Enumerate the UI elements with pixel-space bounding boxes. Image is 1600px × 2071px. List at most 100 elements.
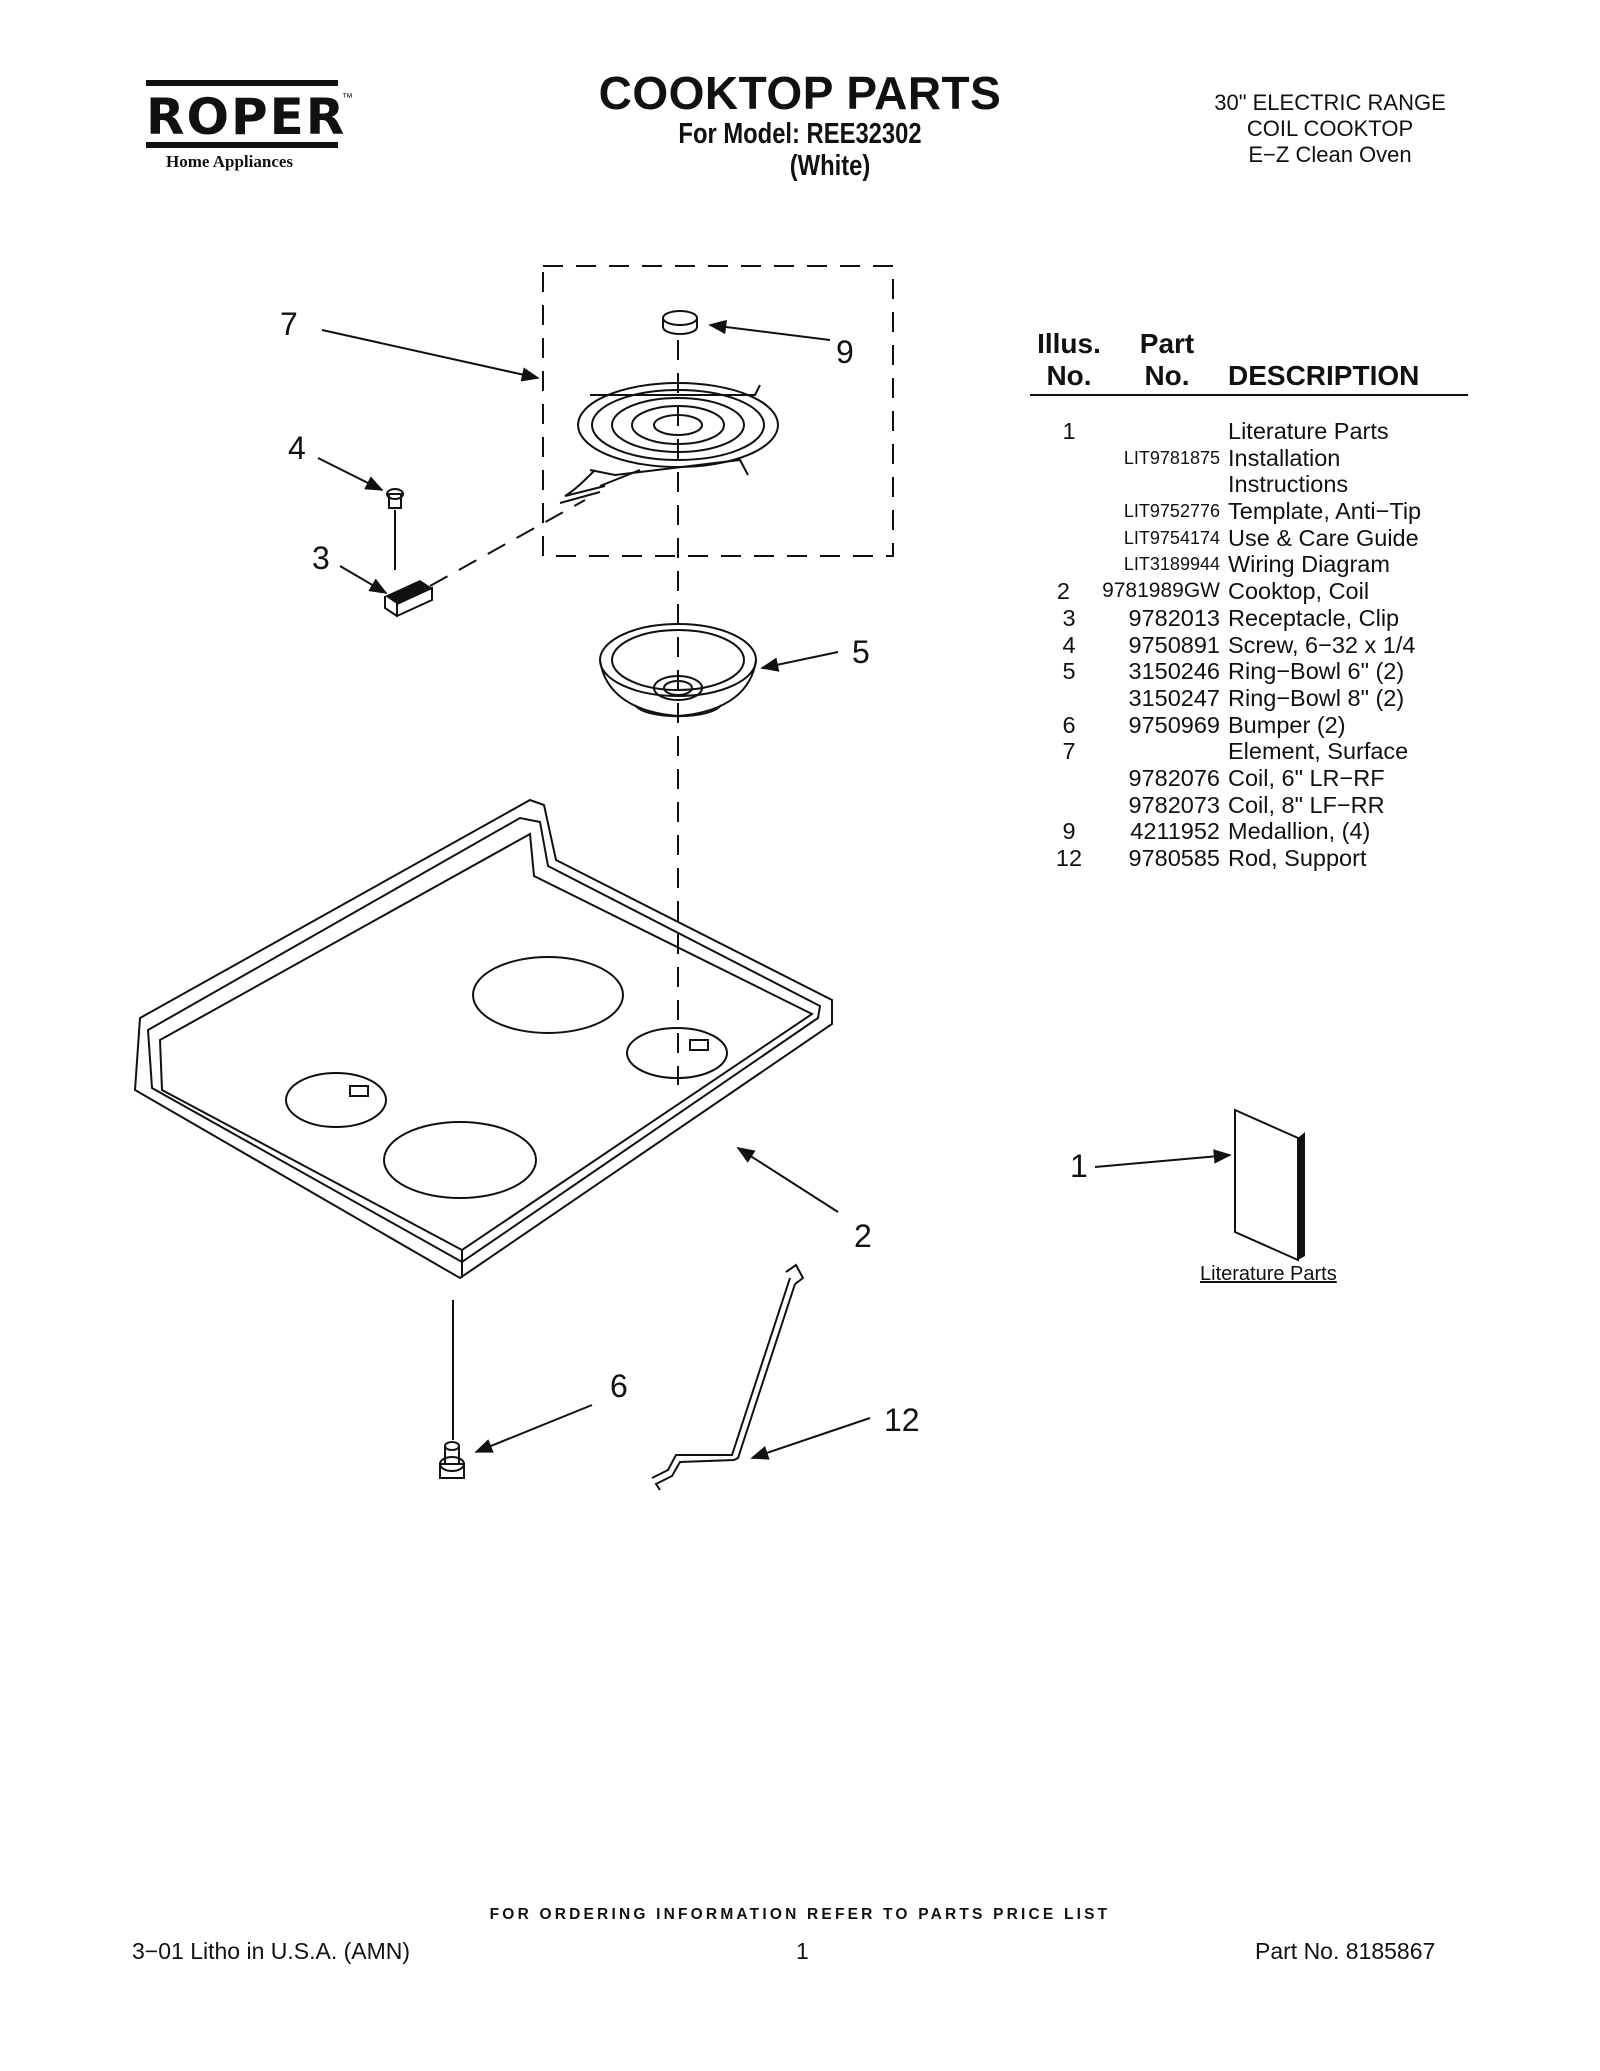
range-info-line: E−Z Clean Oven [1248, 142, 1412, 167]
medallion [662, 310, 698, 335]
part-no: 9782076 [1128, 764, 1221, 791]
leader-6 [474, 1404, 593, 1453]
illus-no: 12 [1055, 845, 1083, 871]
part-description: Literature Parts [1228, 418, 1389, 444]
logo-text: ROPER [146, 88, 347, 146]
part-no: LIT9781875 [1123, 447, 1220, 468]
illus-no: 3 [1062, 604, 1076, 631]
part-no: 9750969 [1128, 711, 1221, 738]
part-description: Wiring Diagram [1228, 551, 1390, 578]
part-no: LIT3189944 [1123, 554, 1220, 575]
screw [386, 488, 404, 570]
part-no: 9782073 [1128, 791, 1221, 818]
parts-row: 3150247 Ring−Bowl 8" (2) [1030, 685, 1470, 712]
range-info-line: 30" ELECTRIC RANGE [1214, 90, 1446, 115]
logo-bar-top [146, 80, 338, 86]
col-header-illus-2: No. [1046, 360, 1092, 391]
parts-row: 2 9781989GW Cooktop, Coil [1030, 578, 1470, 605]
leader-3 [339, 565, 388, 594]
part-no: LIT9752776 [1123, 501, 1220, 522]
col-header-illus-1: Illus. [1037, 328, 1101, 359]
part-description: Template, Anti−Tip [1228, 498, 1422, 525]
parts-row: LIT9781875 Installation [1030, 445, 1470, 472]
part-description: Rod, Support [1228, 845, 1367, 871]
callout-2: 2 [854, 1218, 872, 1254]
part-description: Screw, 6−32 x 1/4 [1228, 631, 1416, 658]
receptacle-wire [429, 499, 586, 587]
color-line: (White) [789, 150, 871, 182]
page-title: COOKTOP PARTS [598, 67, 1002, 119]
part-no: 9782013 [1128, 604, 1221, 631]
parts-row: 3 9782013 Receptacle, Clip [1030, 605, 1470, 632]
part-no: 9781989GW [1102, 579, 1220, 603]
leader-7 [321, 329, 540, 382]
part-description: Element, Surface [1228, 738, 1409, 765]
parts-row: 6 9750969 Bumper (2) [1030, 712, 1470, 739]
range-info-line: COIL COOKTOP [1246, 116, 1414, 141]
leader-1 [1094, 1149, 1232, 1168]
illus-no: 7 [1062, 738, 1076, 765]
col-header-illus: Illus. No. [1030, 328, 1108, 392]
parts-row: 12 9780585 Rod, Support [1030, 845, 1470, 872]
illus-no: 4 [1062, 631, 1076, 658]
ordering-note: FOR ORDERING INFORMATION REFER TO PARTS … [489, 1906, 1111, 1923]
page-number: 1 [796, 1938, 809, 1964]
model-line: For Model: REE32302 [678, 118, 922, 150]
bumper [439, 1441, 465, 1479]
callout-12: 12 [884, 1402, 920, 1438]
part-description: Cooktop, Coil [1228, 578, 1370, 605]
part-description: Ring−Bowl 8" (2) [1228, 684, 1405, 711]
col-header-part: Part No. [1126, 328, 1208, 392]
parts-row: 9782076 Coil, 6" LR−RF [1030, 765, 1470, 792]
callout-1: 1 [1070, 1148, 1088, 1184]
parts-row: LIT3189944 Wiring Diagram [1030, 551, 1470, 578]
range-info: 30" ELECTRIC RANGE COIL COOKTOP E−Z Clea… [1180, 90, 1480, 168]
part-description: Receptacle, Clip [1228, 604, 1400, 631]
col-header-description: DESCRIPTION [1228, 360, 1420, 391]
parts-row: LIT9752776 Template, Anti−Tip [1030, 498, 1470, 525]
cooktop-body [133, 798, 833, 1280]
surface-element-coil [559, 382, 779, 504]
leader-9 [708, 319, 831, 341]
part-description: Instructions [1228, 471, 1349, 498]
logo-trademark: ™ [342, 92, 353, 104]
illus-no: 5 [1062, 658, 1076, 685]
part-no: 9780585 [1128, 845, 1221, 871]
illus-no: 6 [1062, 711, 1076, 738]
col-header-part-2: No. [1144, 360, 1190, 391]
ring-bowl [599, 623, 757, 718]
part-description: Installation [1228, 444, 1341, 471]
leader-2 [736, 1147, 839, 1213]
col-header-part-1: Part [1139, 328, 1195, 359]
leader-5 [760, 651, 839, 672]
callout-9: 9 [836, 334, 854, 370]
part-description: Medallion, (4) [1228, 818, 1371, 845]
part-number: Part No. 8185867 [1255, 1938, 1436, 1964]
callout-4: 4 [288, 430, 306, 466]
illus-no: 9 [1062, 818, 1076, 845]
part-no: LIT9754174 [1123, 527, 1220, 548]
logo-subtitle: Home Appliances [166, 152, 294, 171]
part-description: Coil, 8" LF−RR [1228, 791, 1385, 818]
part-description: Coil, 6" LR−RF [1228, 764, 1385, 791]
part-description: Bumper (2) [1228, 711, 1346, 738]
callout-3: 3 [312, 540, 330, 576]
header-rule [1030, 394, 1468, 396]
support-rod [651, 1263, 805, 1491]
logo-bar-bottom [146, 142, 338, 148]
part-no: 3150246 [1128, 658, 1221, 685]
leader-12 [750, 1417, 871, 1460]
part-description: Ring−Bowl 6" (2) [1228, 658, 1405, 685]
litho-note: 3−01 Litho in U.S.A. (AMN) [132, 1938, 411, 1964]
illus-no: 2 [1056, 578, 1070, 605]
part-no: 3150247 [1128, 684, 1221, 711]
callout-6: 6 [610, 1368, 628, 1404]
leader-4 [317, 457, 384, 491]
receptacle-clip [384, 580, 433, 618]
